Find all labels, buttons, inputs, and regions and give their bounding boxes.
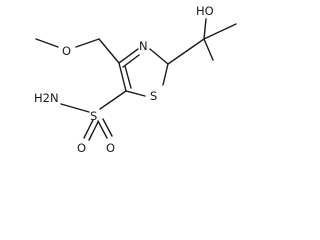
sulfonyl-sulfur-label: S: [90, 109, 97, 123]
bond-n3-c2: [149, 48, 169, 65]
hydroxyl-label: HO: [196, 4, 214, 18]
bond-c5-c4: [118, 62, 127, 92]
bond-s-o-right-b: [102, 118, 113, 137]
bond-cq-methyl-down: [203, 38, 214, 61]
bond-c2-cq: [167, 38, 205, 65]
bond-s-o-left-b: [88, 121, 99, 141]
bond-cq-methyl-right: [203, 23, 237, 40]
bond-c2-s1: [162, 63, 169, 86]
sulfonamide-group: [60, 90, 127, 141]
bond-o-ch3: [35, 38, 59, 48]
ring-nitrogen-label: N: [139, 39, 148, 53]
bond-c5-s: [99, 90, 127, 110]
amine-label: H2N: [34, 91, 59, 105]
sulfonyl-oxygen-right-label: O: [106, 141, 115, 155]
thiazole-ring: [118, 48, 169, 97]
bond-cq-oh: [203, 18, 207, 40]
bond-c4-n3-double: [122, 54, 140, 68]
ether-oxygen-label: O: [62, 44, 71, 58]
chemical-structure-diagram: HO O N S H2N S O O: [34, 4, 237, 155]
bond-s-o-right-a: [97, 120, 108, 139]
bond-s-nh2: [60, 103, 90, 113]
hydroxypropyl-group: [167, 18, 237, 65]
ring-sulfur-label: S: [150, 89, 157, 103]
bond-c4-n3: [118, 48, 139, 64]
bond-s1-c5: [125, 90, 146, 97]
sulfonyl-oxygen-left-label: O: [77, 141, 86, 155]
methoxymethyl-group: [35, 38, 120, 64]
bond-c5-c4-double: [124, 65, 132, 89]
bond-s-o-left-a: [83, 119, 94, 139]
bond-c4-ch2: [98, 38, 120, 64]
bond-ch2-o: [75, 38, 100, 48]
